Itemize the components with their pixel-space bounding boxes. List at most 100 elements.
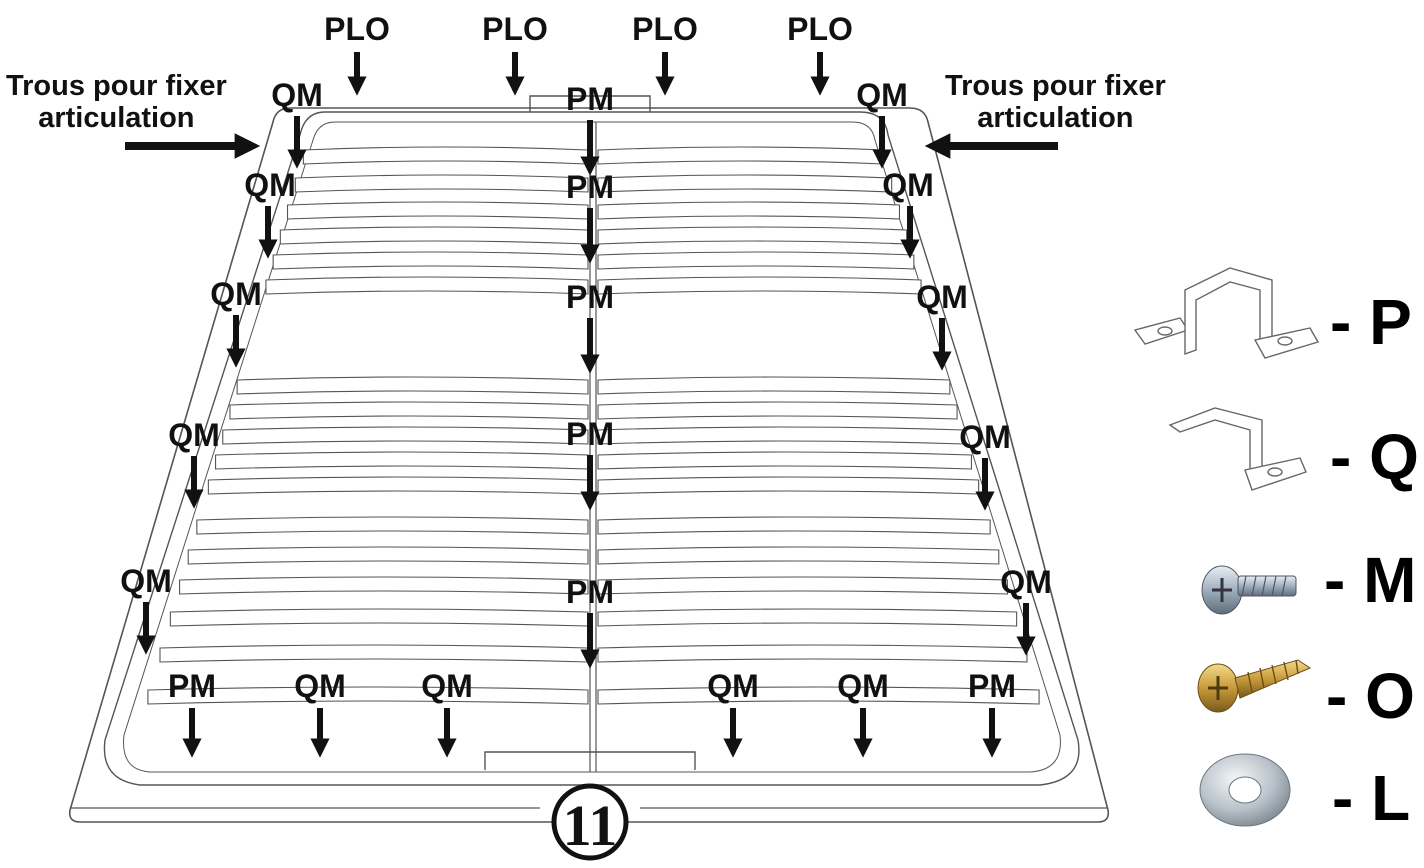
slat [597,451,972,470]
step-number: 11 [563,793,618,858]
bottom-label-5: PM [968,668,1016,758]
legend-l: - L [1332,762,1411,834]
slat [597,546,1000,565]
top-label-2-text: PLO [632,11,698,47]
left-label-1-text: QM [244,167,296,203]
left-label-4-text: QM [120,563,172,599]
top-label-1-text: PLO [482,11,548,47]
right-label-2: QM [916,279,968,371]
bracket-p-image [1133,267,1320,359]
right-label-1: QM [882,167,934,259]
right-note-line2: articulation [977,102,1134,135]
bottom-label-1: QM [294,668,346,758]
top-label-3-text: PLO [787,11,853,47]
top-label-0-text: PLO [324,11,390,47]
step-number-badge: 11 [551,783,629,861]
slat [207,476,589,495]
slat [286,201,589,220]
left-label-3: QM [168,417,220,509]
left-label-3-text: QM [168,417,220,453]
left-label-2-text: QM [210,276,262,312]
slat [597,686,1040,705]
left-label-4: QM [120,563,172,655]
right-label-0: QM [856,77,908,169]
bottom-label-2: QM [421,668,473,758]
slat [597,401,958,420]
bottom-label-4: QM [837,668,889,758]
legend-q: - Q [1330,421,1419,493]
slat [302,146,589,165]
top-label-3: PLO [787,11,853,96]
center-label-0: PM [566,81,614,176]
left-label-2: QM [210,276,262,368]
slat [294,174,589,193]
bottom-label-3: QM [707,668,759,758]
slat [597,226,908,245]
slat [222,426,589,445]
center-label-1-text: PM [566,169,614,205]
left-label-1: QM [244,167,296,259]
bottom-label-3-text: QM [707,668,759,704]
bottom-label-1-text: QM [294,668,346,704]
slat [215,451,589,470]
bracket-q-image [1168,407,1307,491]
slat [147,686,589,705]
slats-group [147,146,1040,705]
slat [597,146,885,165]
legend-images [1133,267,1320,827]
legend-m: - M [1324,544,1417,616]
left-note-line2: articulation [38,102,195,135]
center-label-3-text: PM [566,416,614,452]
washer-image [1199,753,1291,827]
right-label-2-text: QM [916,279,968,315]
slat [597,251,915,270]
bottom-label-5-text: PM [968,668,1016,704]
slat [229,401,589,420]
top-label-0: PLO [324,11,390,96]
slat [597,516,991,535]
wood-screw-image [1197,659,1312,713]
center-label-2-text: PM [566,279,614,315]
slat [597,576,1008,595]
bottom-label-0: PM [168,668,216,758]
top-label-2: PLO [632,11,698,96]
slat [597,376,951,395]
slat [597,426,965,445]
top-label-1: PLO [482,11,548,96]
center-label-4-text: PM [566,574,614,610]
right-label-0-text: QM [856,77,908,113]
left-label-0: QM [271,77,323,169]
slat [597,174,893,193]
right-note-line1: Trous pour fixer [945,70,1166,102]
right-label-4-text: QM [1000,564,1052,600]
right-label-4: QM [1000,564,1052,656]
slat [597,476,980,495]
right-articulation-note: Trous pour fixer articulation [945,70,1166,135]
slat [597,644,1028,663]
slat [236,376,589,395]
bottom-label-2-text: QM [421,668,473,704]
center-label-4: PM [566,574,614,669]
slat [169,608,589,627]
slat [187,546,589,565]
center-label-2: PM [566,279,614,374]
slat [597,276,922,295]
slat [279,226,589,245]
slat [265,276,589,295]
center-label-1: PM [566,169,614,264]
right-label-1-text: QM [882,167,934,203]
right-label-3: QM [959,419,1011,511]
bottom-label-4-text: QM [837,668,889,704]
slat [196,516,589,535]
center-label-3: PM [566,416,614,511]
legend-p: - P [1330,286,1412,358]
slat [597,201,901,220]
center-label-0-text: PM [566,81,614,117]
slat [159,644,589,663]
legend-o: - O [1326,660,1415,732]
slat [272,251,589,270]
slat [179,576,589,595]
right-label-3-text: QM [959,419,1011,455]
machine-screw-image [1201,565,1297,615]
